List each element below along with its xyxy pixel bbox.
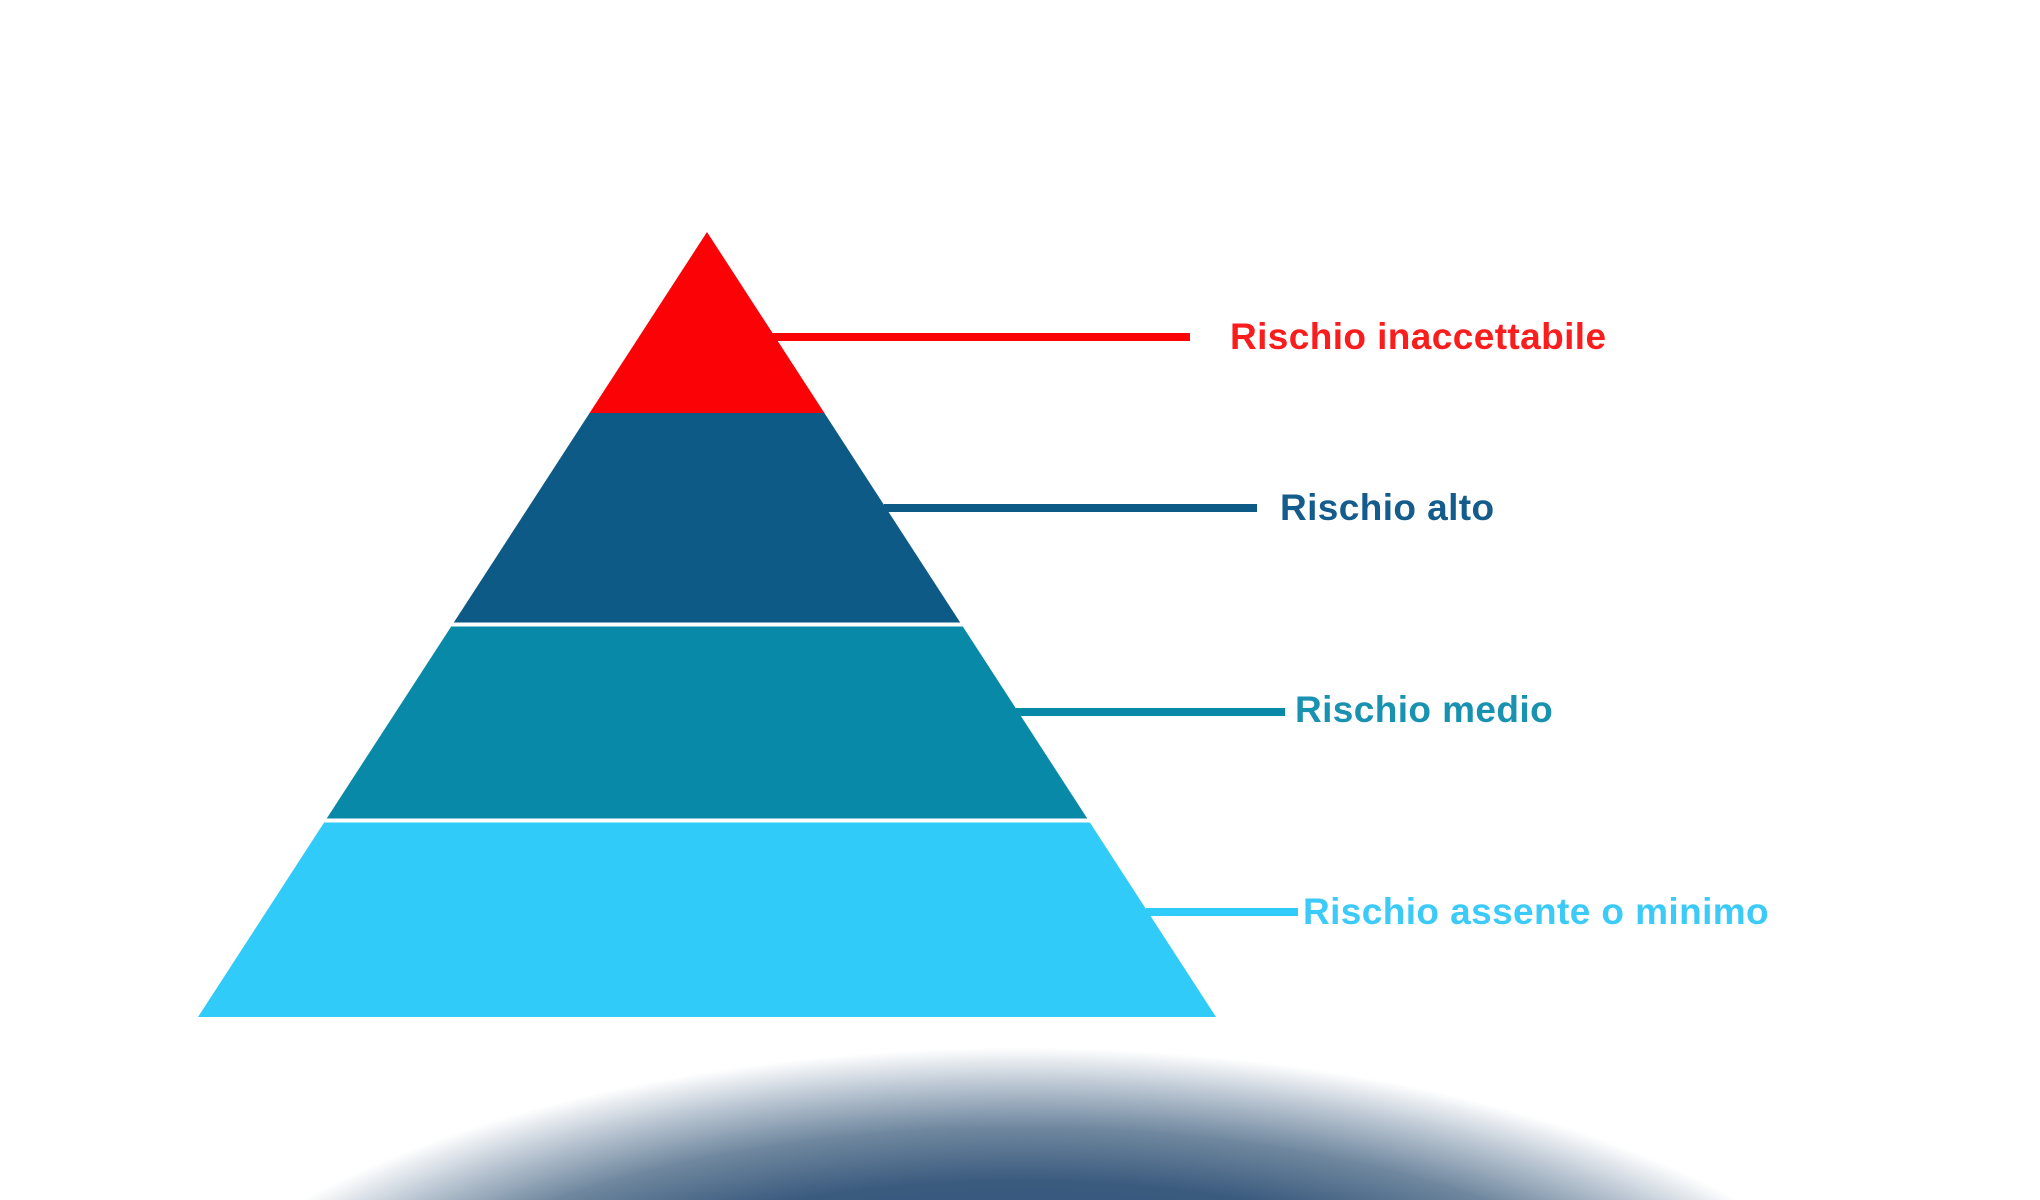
pyramid-level-minimal-risk — [198, 822, 1216, 1017]
pyramid-level-high-risk — [453, 413, 961, 623]
pyramid-level-unacceptable-risk — [589, 232, 825, 413]
leader-line-minimal-risk — [1146, 908, 1298, 916]
leader-line-high-risk — [884, 504, 1257, 512]
leader-line-unacceptable-risk — [770, 333, 1190, 341]
level-label-unacceptable-risk: Rischio inaccettabile — [1230, 316, 1607, 357]
level-label-minimal-risk: Rischio assente o minimo — [1303, 891, 1770, 932]
leader-line-medium-risk — [1016, 708, 1285, 716]
level-label-high-risk: Rischio alto — [1280, 487, 1495, 528]
ground-shadow — [70, 1035, 1970, 1200]
pyramid-level-medium-risk — [326, 626, 1088, 819]
level-label-medium-risk: Rischio medio — [1295, 689, 1554, 730]
